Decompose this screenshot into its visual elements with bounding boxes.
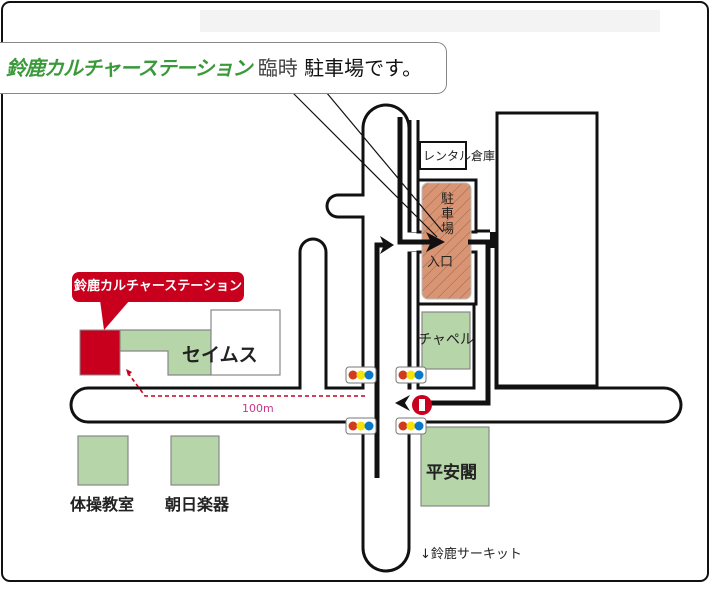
circuit-direction-label: ↓鈴鹿サーキット [420,547,522,562]
traffic-light-icon [345,417,377,435]
arrow-right-icon [426,232,445,252]
title-parking: 駐車場です。 [304,56,423,80]
seims-building [210,309,281,376]
distance-label: 100m [242,402,274,415]
traffic-light-icon [395,417,427,435]
asahi-music-building [170,435,220,486]
parking-lot-label: 駐車場 [441,192,455,237]
rental-warehouse-box [419,141,467,170]
entrance-label: 入口 [427,255,454,270]
walking-route [127,372,365,397]
seims-label: セイムス [182,344,258,366]
entry-route [374,117,432,478]
gym-building [77,435,129,486]
chapel-label: チャペル [418,332,474,348]
culture-station-building[interactable] [79,329,121,376]
header-band [200,10,660,32]
station-bubble-pointer [100,300,130,330]
title-venue: 鈴鹿カルチャーステーション [6,56,252,80]
chapel-building [421,311,471,370]
station-label-bubble: 鈴鹿カルチャーステーション [72,272,244,302]
title-callout [0,42,447,94]
exit-route [420,239,491,406]
no-entry-icon [412,395,432,415]
walking-arrow-icon [126,369,132,376]
large-building [495,111,599,388]
traffic-light-icon [345,366,377,384]
traffic-light-icon [395,366,427,384]
rental-warehouse-label: レンタル倉庫 [423,149,496,163]
arrow-right-icon [380,236,394,254]
arrow-left-icon [395,395,410,411]
title-temporary: 臨時 [257,56,298,80]
heiankaku-building [420,426,490,507]
gym-label: 体操教室 [70,495,135,514]
traffic-lights [345,366,427,435]
asahi-music-label: 朝日楽器 [165,495,230,514]
callout-pointer [291,91,444,238]
heiankaku-label: 平安閣 [426,463,477,483]
title-text: 鈴鹿カルチャーステーション 臨時 駐車場です。 [6,52,422,81]
